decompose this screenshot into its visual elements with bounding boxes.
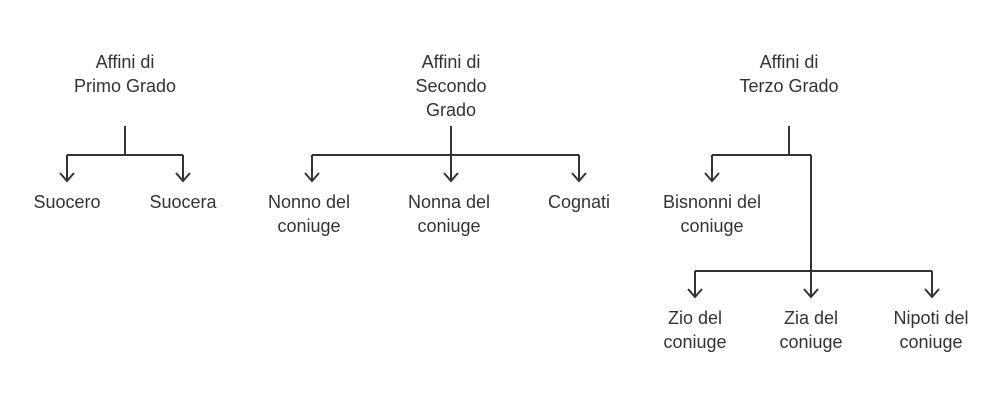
node-line: Cognati [547,192,611,212]
title-line: Affini di [759,52,819,72]
node-line: Suocero [33,192,101,212]
arrowhead-nipoti [924,288,940,299]
arrowhead-cognati [571,172,587,183]
title-line: Primo Grado [73,76,177,96]
arrowhead-zio [687,288,703,299]
title-line: Affini di [421,52,481,72]
arrowhead-zia [803,288,819,299]
node-line: Bisnonni del [662,192,762,212]
node-line: coniuge [417,216,481,236]
node-line: coniuge [899,332,963,352]
arrowhead-bisnonni [704,172,720,183]
arrowhead-nonno [304,172,320,183]
node-line: Nipoti del [893,308,969,328]
arrowhead-suocero [59,172,75,183]
node-line: coniuge [663,332,727,352]
node-line: coniuge [779,332,843,352]
node-zia-del-coniuge: Zia del coniuge [779,306,842,354]
node-line: Suocera [149,192,217,212]
node-nonno-del-coniuge: Nonno del coniuge [268,190,350,238]
arrowhead-suocera [175,172,191,183]
title-line: Grado [425,100,477,120]
node-suocero: Suocero [33,190,100,214]
title-secondo-grado: Affini di Secondo Grado [415,50,486,122]
title-line: Terzo Grado [739,76,839,96]
node-cognati: Cognati [548,190,610,214]
title-primo-grado: Affini di Primo Grado [74,50,176,98]
node-line: Nonno del [267,192,351,212]
title-line: Affini di [95,52,155,72]
node-line: Zio del [667,308,723,328]
node-zio-del-coniuge: Zio del coniuge [663,306,726,354]
node-line: Zia del [783,308,839,328]
node-line: coniuge [680,216,744,236]
node-line: coniuge [277,216,341,236]
node-nipoti-del-coniuge: Nipoti del coniuge [893,306,968,354]
title-line: Secondo [415,76,487,96]
node-suocera: Suocera [149,190,216,214]
title-terzo-grado: Affini di Terzo Grado [739,50,838,98]
arrowhead-nonna [443,172,459,183]
node-line: Nonna del [407,192,491,212]
node-bisnonni-del-coniuge: Bisnonni del coniuge [663,190,761,238]
node-nonna-del-coniuge: Nonna del coniuge [408,190,490,238]
